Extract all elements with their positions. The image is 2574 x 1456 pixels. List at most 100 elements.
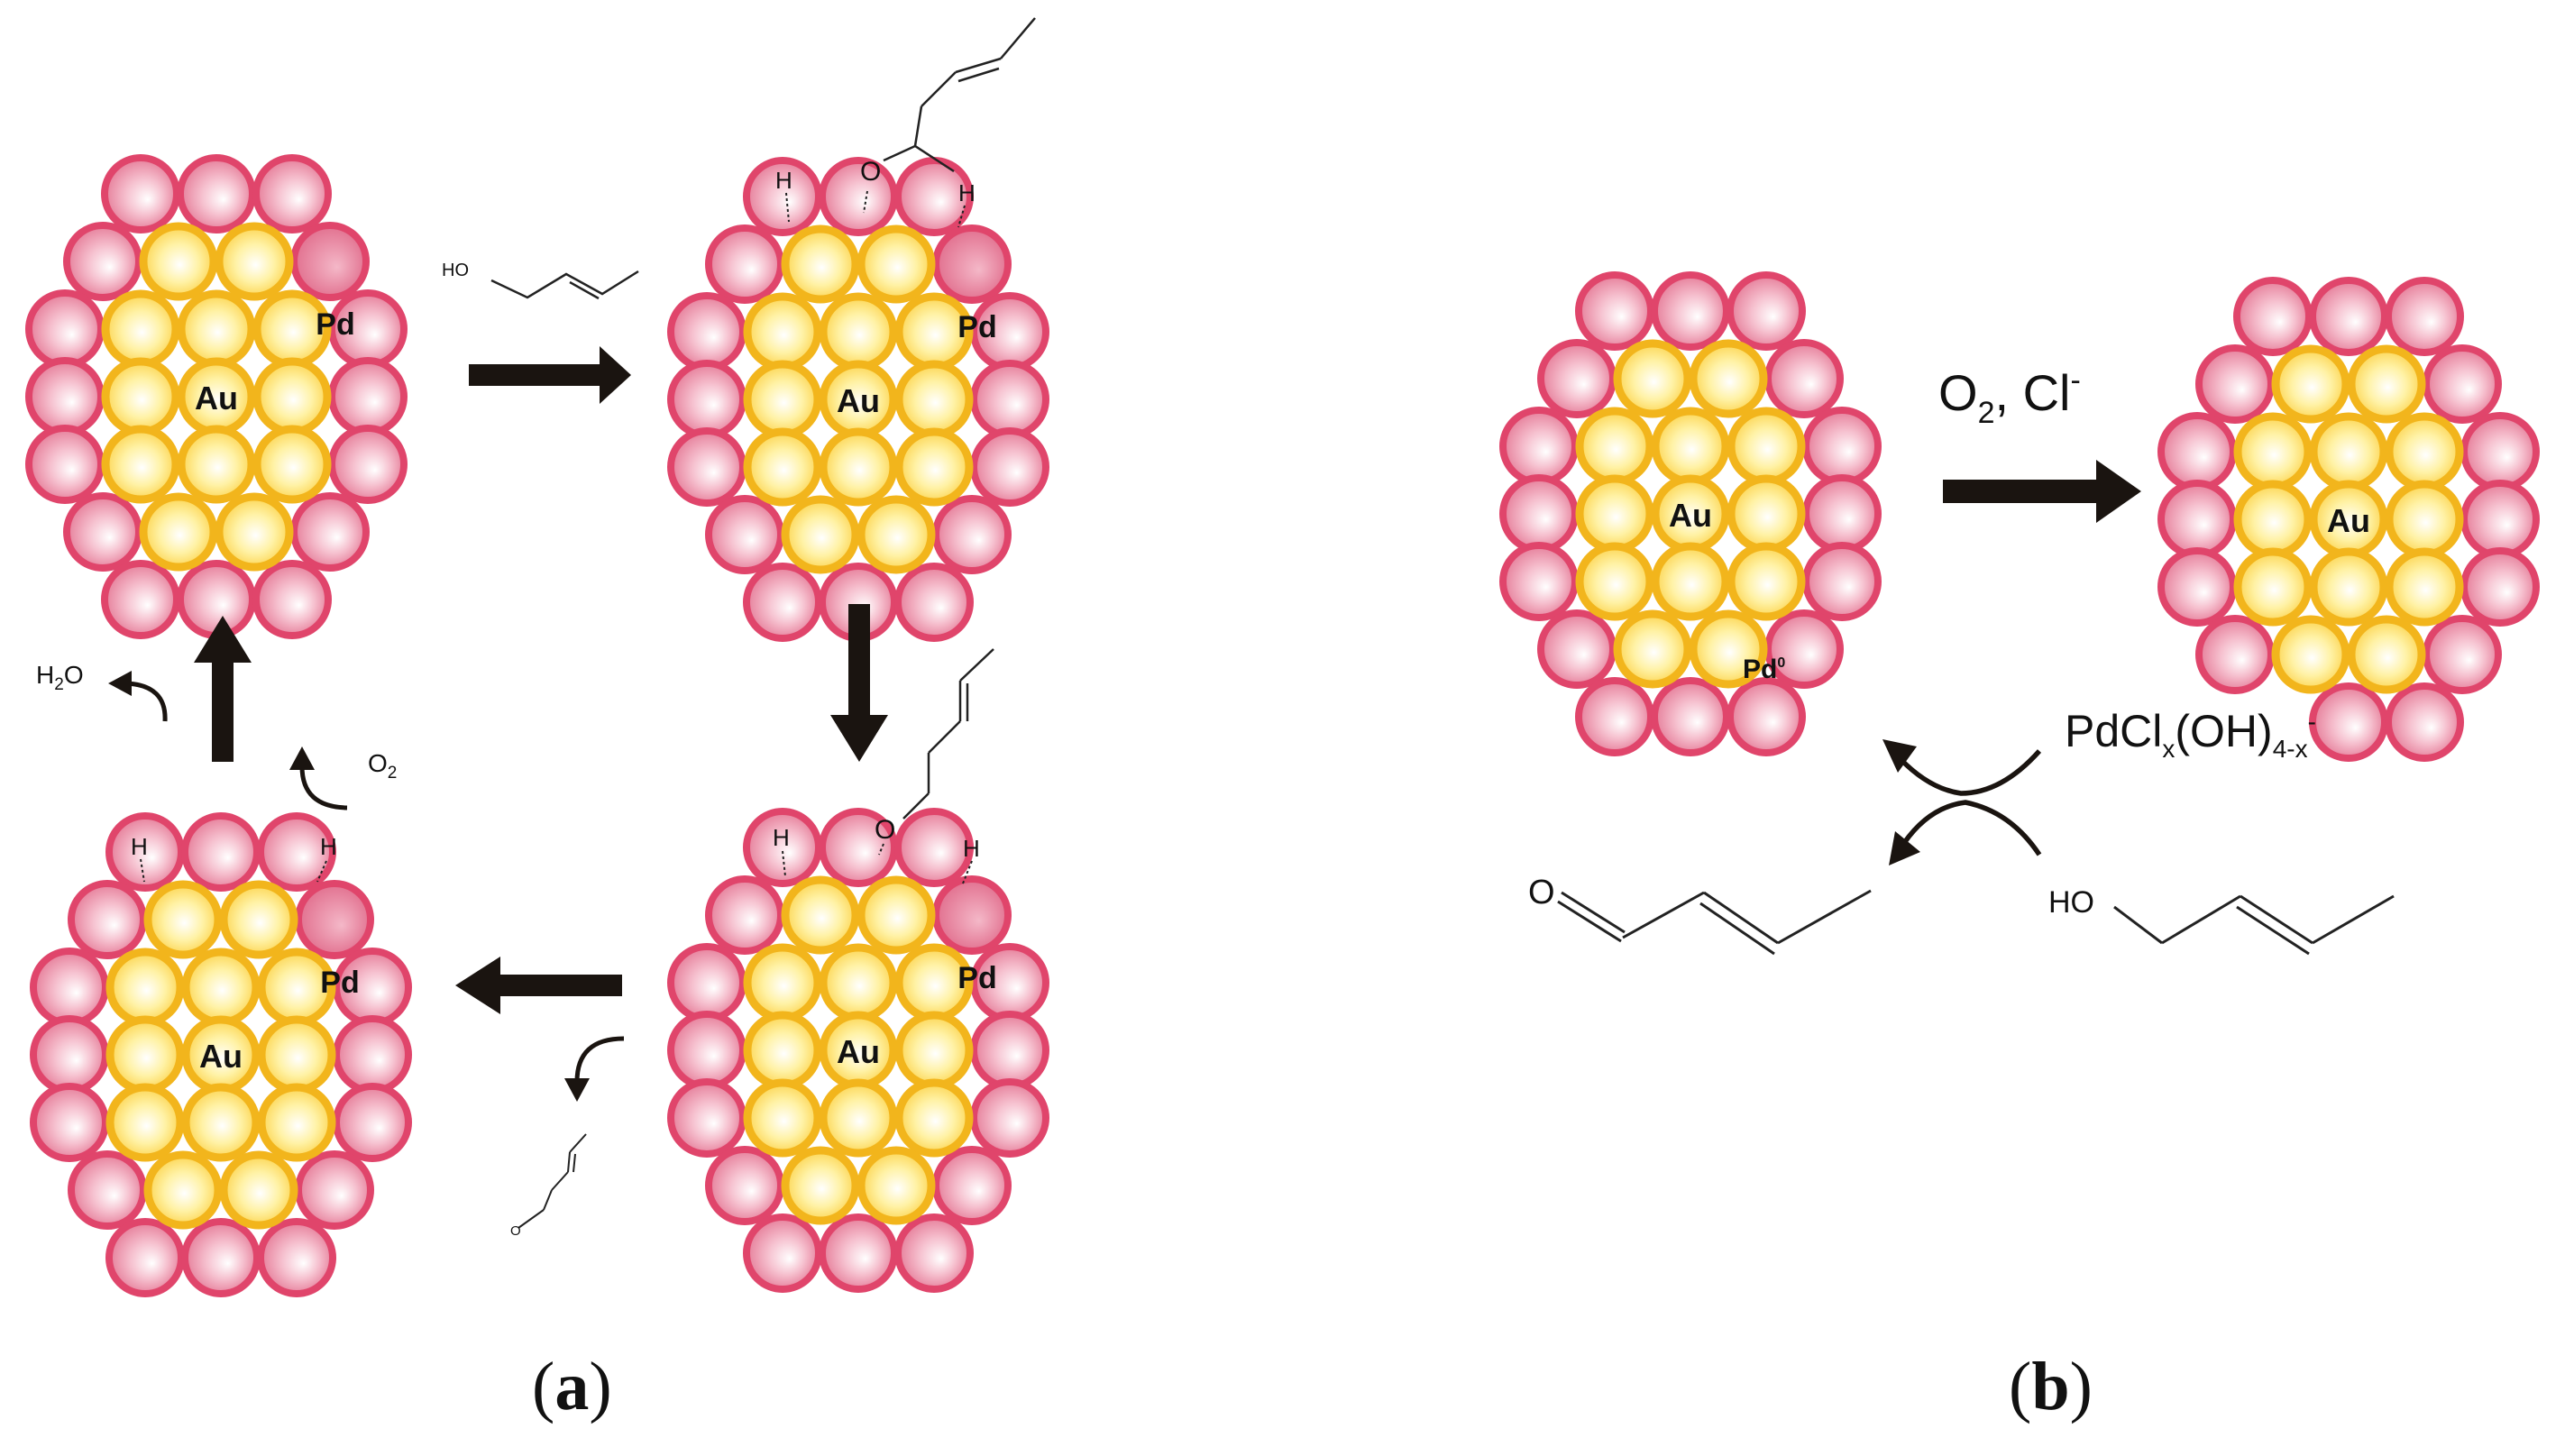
curved-arrow-o2-head bbox=[289, 746, 315, 770]
pd-shell-atom bbox=[970, 1078, 1049, 1158]
product-crotonaldehyde bbox=[1557, 889, 1872, 956]
a2-h-right: H bbox=[958, 179, 976, 206]
au-core-atom bbox=[743, 1078, 822, 1158]
pd-shell-atom bbox=[743, 1213, 822, 1293]
reactant-crotyl-alcohol-b bbox=[2113, 894, 2395, 956]
curved-arrow-release-head bbox=[564, 1078, 590, 1102]
au-core-atom bbox=[743, 943, 822, 1022]
curved-arrow-o2 bbox=[299, 765, 348, 810]
pd-shell-atom bbox=[2309, 682, 2388, 762]
cluster-b1-au-label: Au bbox=[1669, 497, 1712, 534]
pd-shell-atom bbox=[328, 357, 408, 436]
au-core-atom bbox=[2347, 344, 2426, 424]
pd-shell-atom bbox=[333, 1015, 412, 1094]
pd-shell-atom bbox=[2385, 682, 2464, 762]
pd-shell-atom bbox=[181, 1218, 261, 1297]
a2-h-left: H bbox=[775, 167, 792, 194]
pd-shell-atom bbox=[667, 360, 747, 439]
pd-shell-atom bbox=[2309, 277, 2388, 356]
released-aldehyde-o: O bbox=[510, 1223, 521, 1239]
pd-shell-atom bbox=[68, 880, 147, 959]
pd-shell-atom bbox=[743, 563, 822, 642]
pd-shell-atom bbox=[2157, 547, 2237, 627]
cluster-b2 bbox=[2157, 277, 2540, 762]
pd-shell-atom bbox=[970, 360, 1049, 439]
au-core-atom bbox=[101, 357, 180, 436]
cluster-a1 bbox=[25, 154, 408, 639]
pd-shell-atom bbox=[101, 154, 180, 234]
au-core-atom bbox=[143, 1150, 223, 1230]
au-core-atom bbox=[819, 943, 898, 1022]
pd-active-site bbox=[295, 880, 374, 959]
pd-shell-atom bbox=[328, 425, 408, 504]
pd-shell-atom bbox=[2157, 412, 2237, 491]
au-core-atom bbox=[139, 222, 218, 301]
pd-shell-atom bbox=[1575, 271, 1654, 351]
pd-shell-atom bbox=[2423, 615, 2502, 694]
au-core-atom bbox=[1613, 339, 1692, 418]
au-core-atom bbox=[177, 425, 256, 504]
au-core-atom bbox=[2233, 412, 2313, 491]
au-core-atom bbox=[2309, 547, 2388, 627]
au-core-atom bbox=[1727, 542, 1806, 621]
pd-shell-atom bbox=[1802, 474, 1882, 554]
au-core-atom bbox=[2233, 547, 2313, 627]
panel-a: Au Pd Au Pd Au Pd Au Pd bbox=[25, 17, 1049, 1297]
cluster-a4-au-label: Au bbox=[199, 1038, 243, 1075]
pd-shell-atom bbox=[819, 1213, 898, 1293]
au-core-atom bbox=[105, 1083, 185, 1162]
arrow-a1-to-a2 bbox=[469, 346, 631, 404]
au-core-atom bbox=[257, 1083, 336, 1162]
au-core-atom bbox=[181, 1083, 261, 1162]
au-core-atom bbox=[1651, 542, 1730, 621]
pd-shell-atom bbox=[894, 157, 974, 236]
arrow-a2-to-a3 bbox=[830, 604, 888, 762]
pd-shell-atom bbox=[667, 943, 747, 1022]
au-core-atom bbox=[819, 292, 898, 371]
pd-shell-atom bbox=[63, 492, 142, 572]
pd-shell-atom bbox=[2460, 480, 2540, 559]
au-core-atom bbox=[252, 357, 332, 436]
au-core-atom bbox=[181, 948, 261, 1027]
cluster-a3-au-label: Au bbox=[837, 1033, 880, 1070]
pd-active-site bbox=[932, 224, 1012, 304]
au-core-atom bbox=[2271, 344, 2350, 424]
au-core-atom bbox=[781, 875, 860, 955]
pd-shell-atom bbox=[333, 1083, 412, 1162]
pd-shell-atom bbox=[177, 154, 256, 234]
pd-shell-atom bbox=[667, 1011, 747, 1090]
curved-arrow-h2o bbox=[125, 681, 168, 722]
au-core-atom bbox=[743, 427, 822, 507]
au-core-atom bbox=[257, 1015, 336, 1094]
arrow-b1-to-b2 bbox=[1943, 460, 2141, 523]
au-core-atom bbox=[215, 222, 294, 301]
curved-arrow-leach bbox=[1899, 749, 2042, 796]
pd-shell-atom bbox=[295, 1150, 374, 1230]
pd-shell-atom bbox=[25, 425, 105, 504]
au-core-atom bbox=[1689, 339, 1768, 418]
pd-shell-atom bbox=[1727, 677, 1806, 756]
pd-shell-atom bbox=[1499, 407, 1579, 486]
pd-shell-atom bbox=[894, 808, 974, 887]
panel-b: Au Pd0 Au O2, Cl- PdClx(OH)4-x- bbox=[1499, 271, 2540, 956]
au-core-atom bbox=[856, 875, 936, 955]
pd-shell-atom bbox=[1727, 271, 1806, 351]
a3-h-right: H bbox=[963, 835, 980, 862]
au-core-atom bbox=[1613, 609, 1692, 689]
pd-shell-atom bbox=[2195, 344, 2275, 424]
pd-shell-atom bbox=[105, 1218, 185, 1297]
pd-shell-atom bbox=[1651, 677, 1730, 756]
au-core-atom bbox=[1689, 609, 1768, 689]
curved-arrow-redeposit-head bbox=[1889, 831, 1920, 865]
au-core-atom bbox=[2347, 615, 2426, 694]
au-core-atom bbox=[743, 292, 822, 371]
reactant-crotyl-alcohol-a bbox=[490, 270, 639, 300]
pd-shell-atom bbox=[68, 1150, 147, 1230]
au-core-atom bbox=[143, 880, 223, 959]
o2-label: O2 bbox=[368, 749, 397, 783]
au-core-atom bbox=[139, 492, 218, 572]
a4-h-left: H bbox=[131, 833, 148, 860]
pd-shell-atom bbox=[2460, 412, 2540, 491]
au-core-atom bbox=[2385, 547, 2464, 627]
